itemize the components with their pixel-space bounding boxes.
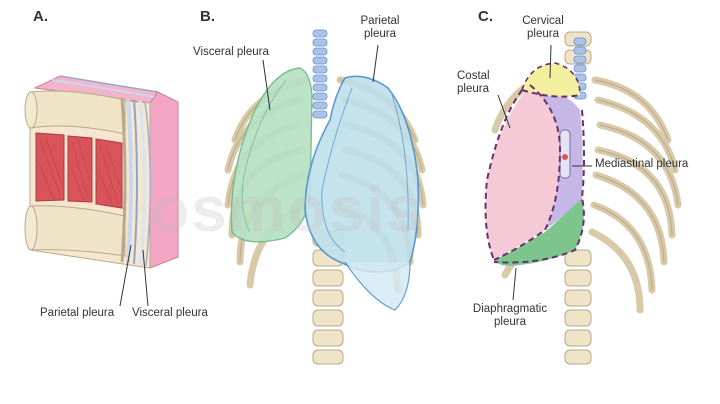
panel-c-thorax xyxy=(484,31,682,365)
label-a-visceral-pleura: Visceral pleura xyxy=(132,307,208,319)
panel-b-letter: B. xyxy=(200,8,215,25)
panel-b-thorax xyxy=(224,29,427,365)
label-c-cervical-pleura: Cervical pleura xyxy=(513,15,573,41)
label-c-diaphragmatic-line1: Diaphragmatic xyxy=(472,303,548,315)
label-c-costal-line2: pleura xyxy=(457,83,489,95)
label-c-cervical-line1: Cervical xyxy=(522,15,564,27)
label-b-parietal-line2: pleura xyxy=(364,28,396,40)
label-c-diaphragmatic-pleura: Diaphragmatic pleura xyxy=(460,303,560,329)
panel-a-tissue-block xyxy=(24,75,179,307)
label-b-parietal-pleura: Parietal pleura xyxy=(355,15,405,41)
panel-c-letter: C. xyxy=(478,8,493,25)
label-c-mediastinal-pleura: Mediastinal pleura xyxy=(595,158,689,170)
panel-a-letter: A. xyxy=(33,8,48,25)
watermark-logo: osmosis xyxy=(150,173,424,245)
label-c-costal-line1: Costal xyxy=(457,70,490,82)
label-c-costal-pleura: Costal pleura xyxy=(457,70,490,96)
label-a-parietal-pleura: Parietal pleura xyxy=(40,307,115,319)
label-b-parietal-line1: Parietal xyxy=(360,15,400,27)
label-c-cervical-line2: pleura xyxy=(527,28,559,40)
label-c-diaphragmatic-line2: pleura xyxy=(494,316,526,328)
label-b-visceral-pleura: Visceral pleura xyxy=(193,46,269,58)
